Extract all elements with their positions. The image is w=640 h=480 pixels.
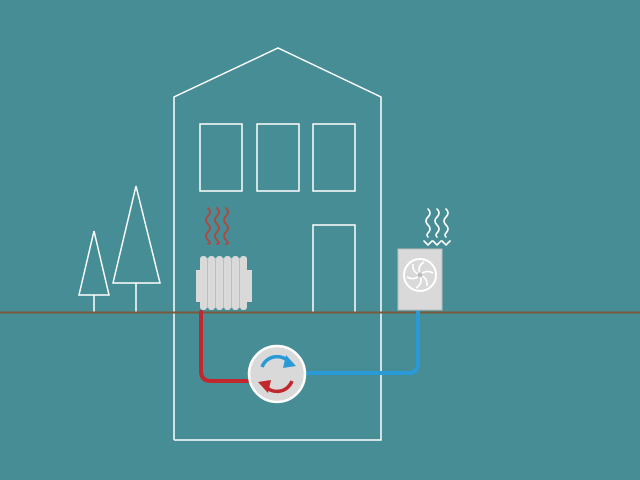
radiator-icon [196, 256, 252, 310]
heat-waves-icon [423, 208, 451, 247]
window [199, 123, 243, 192]
window [256, 123, 300, 192]
circular-arrows-icon [247, 344, 307, 404]
hot-pipe [199, 310, 250, 383]
pine-tree-icon [78, 230, 110, 312]
window [312, 123, 356, 192]
fan-icon [403, 258, 437, 292]
house-outline-icon [173, 47, 382, 441]
pine-tree-icon [112, 185, 161, 312]
door [312, 224, 356, 312]
heat-pump-unit-icon [397, 248, 443, 311]
heat-waves-icon [205, 207, 229, 245]
cold-pipe [306, 310, 420, 375]
